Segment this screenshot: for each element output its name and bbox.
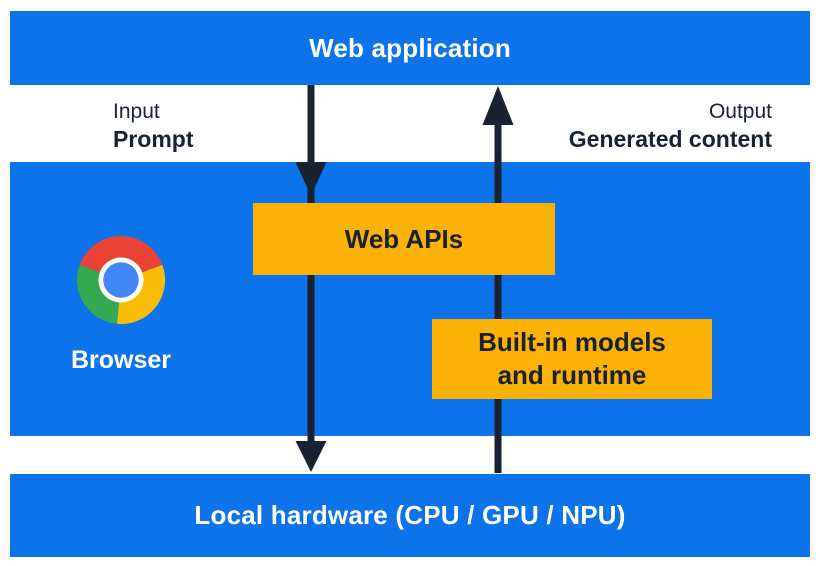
chrome-logo-blue-center — [103, 262, 139, 298]
web-apis-label: Web APIs — [344, 223, 464, 254]
builtin-models-label-line1: Built-in models — [478, 327, 666, 357]
browser-badge: Browser — [41, 234, 201, 375]
output-caption-group: Output Generated content — [569, 99, 772, 153]
web-apis-box: Web APIs — [253, 203, 555, 275]
chrome-logo-icon — [76, 236, 166, 325]
local-hardware-label: Local hardware (CPU / GPU / NPU) — [194, 500, 626, 530]
output-generated-content-label: Generated content — [568, 126, 772, 152]
builtin-models-label-line2: and runtime — [497, 360, 647, 390]
local-hardware-layer: Local hardware (CPU / GPU / NPU) — [10, 474, 810, 557]
web-application-layer: Web application — [10, 11, 810, 85]
input-caption: Input — [113, 100, 160, 123]
input-prompt-label: Prompt — [113, 126, 194, 152]
builtin-models-box: Built-in models and runtime — [432, 319, 712, 399]
browser-label: Browser — [70, 346, 172, 374]
output-caption: Output — [708, 100, 772, 123]
web-application-label: Web application — [309, 32, 511, 63]
input-caption-group: Input Prompt — [113, 99, 194, 153]
